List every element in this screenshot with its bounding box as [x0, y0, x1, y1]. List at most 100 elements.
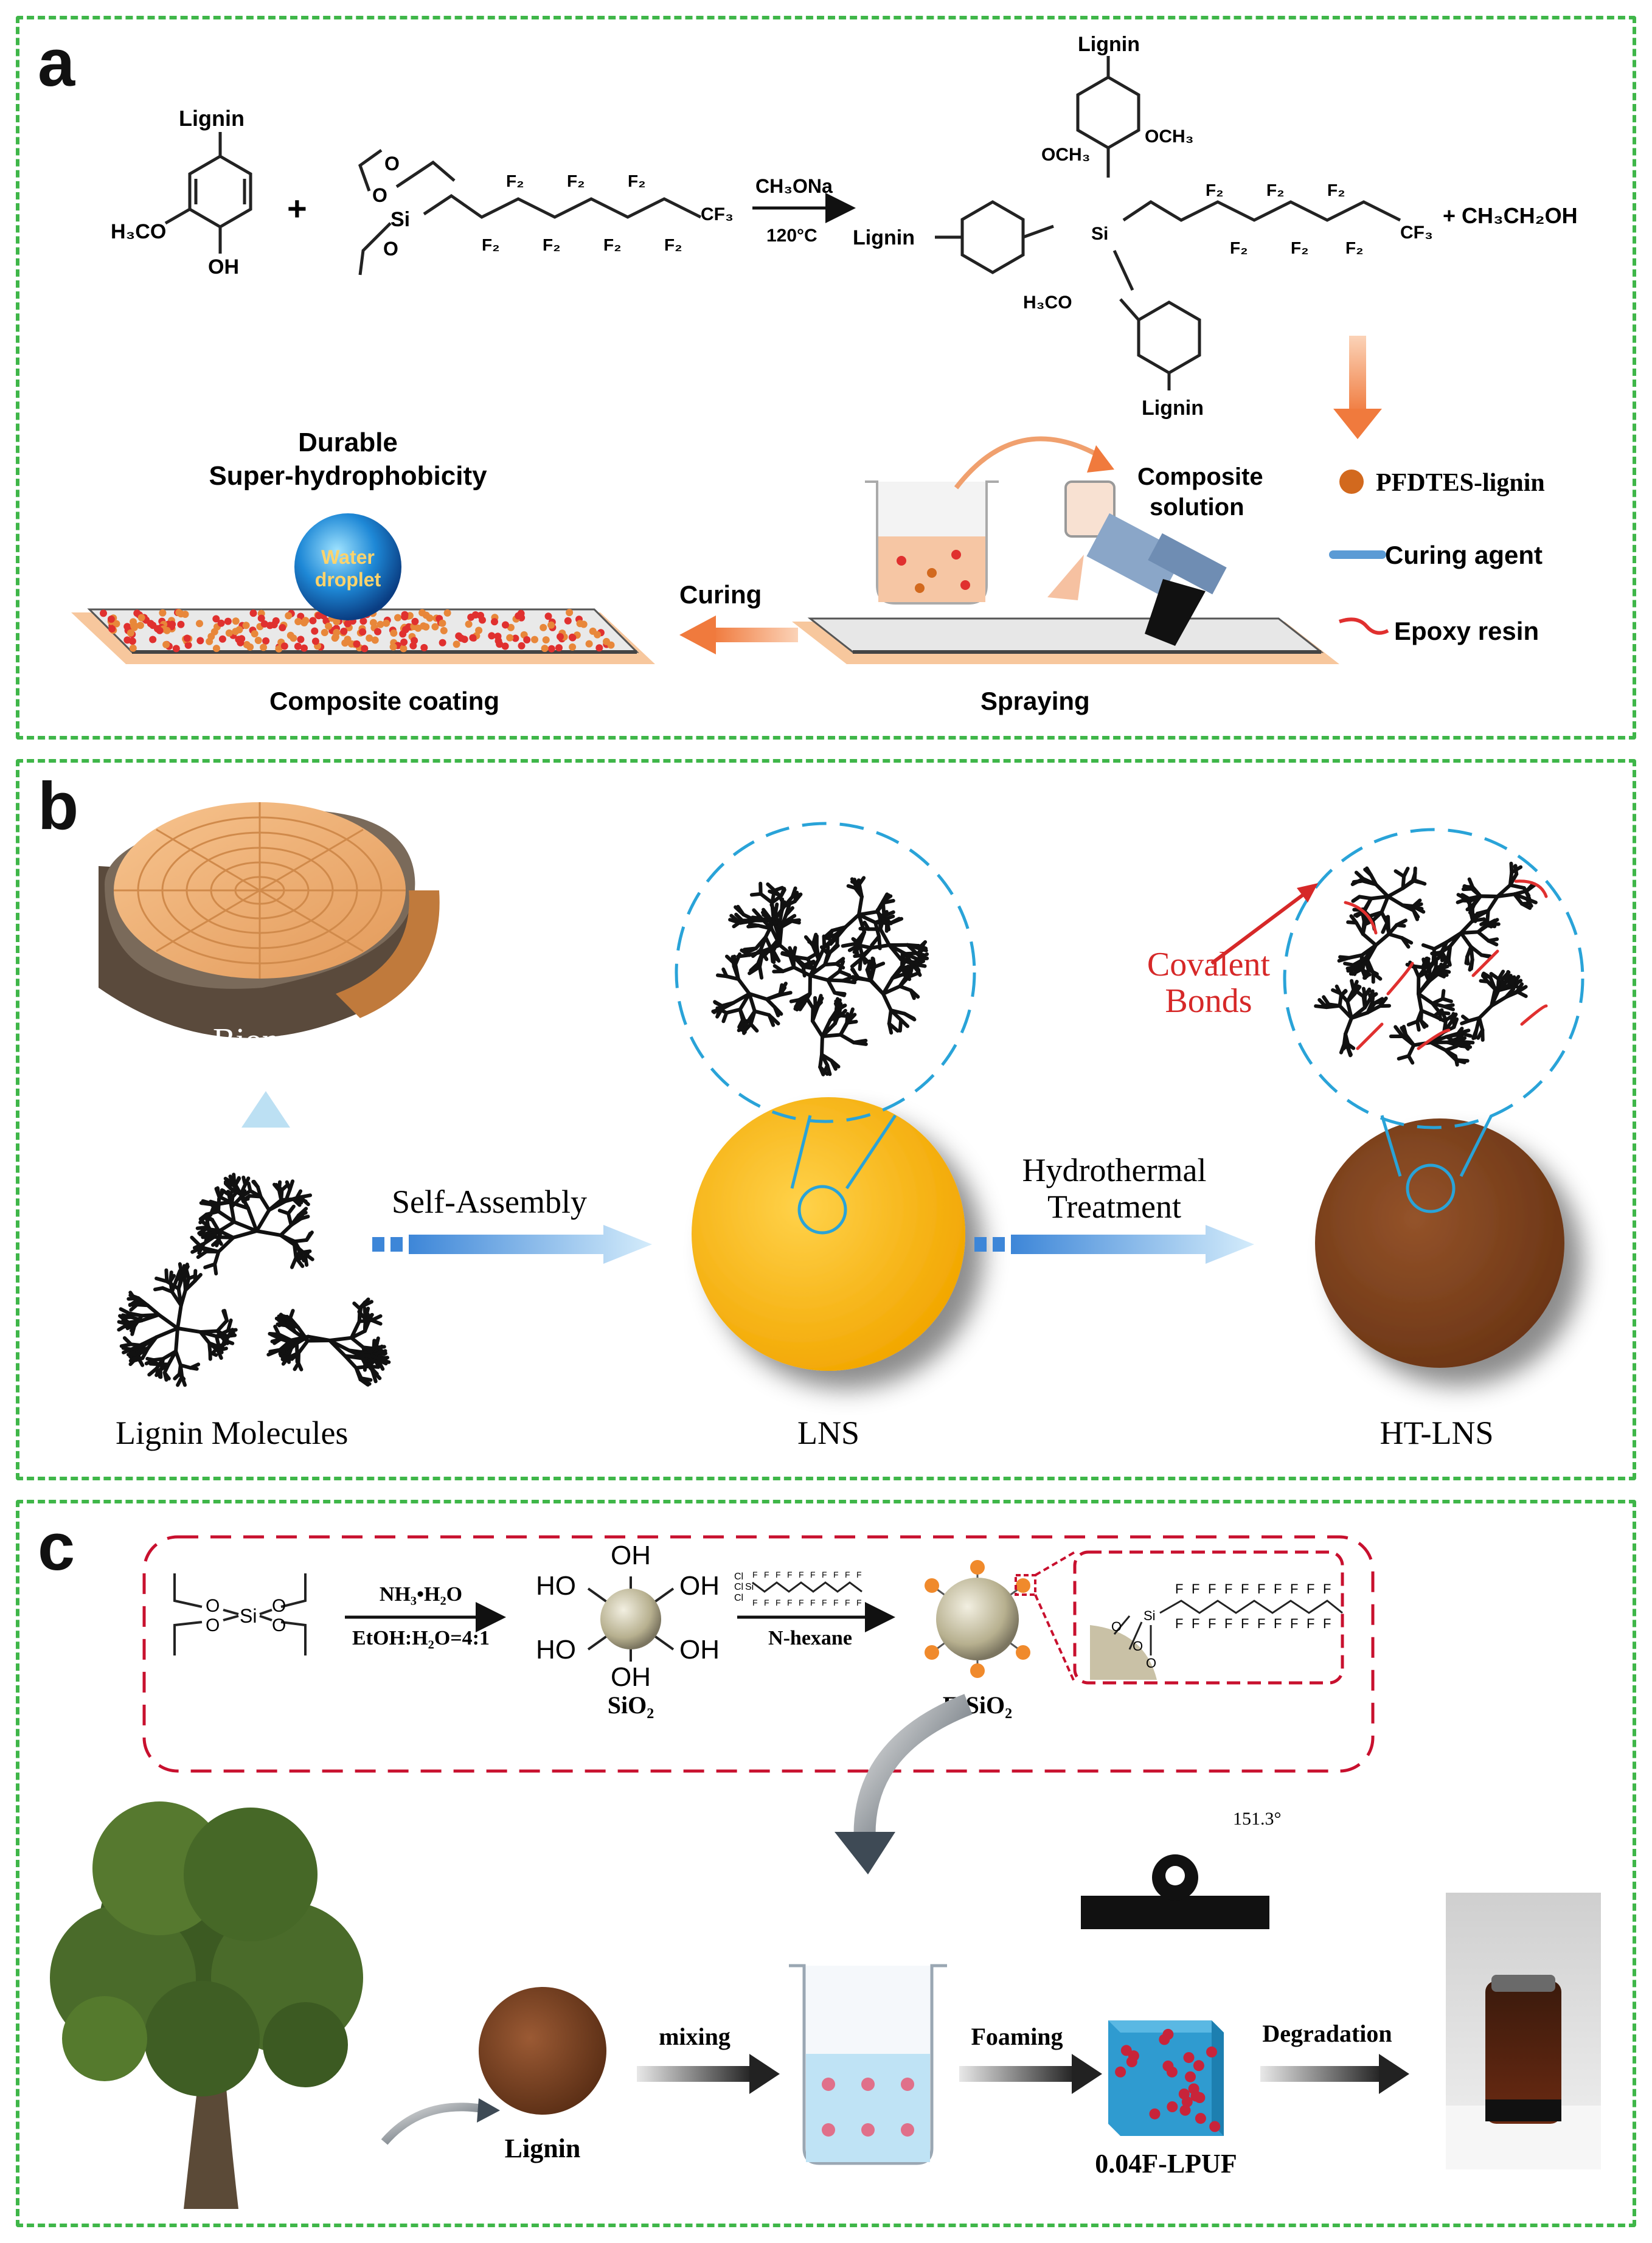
lignin-branch — [213, 1250, 221, 1266]
lignin-branch — [173, 1372, 181, 1381]
spraying-plate — [792, 617, 1339, 664]
coating-particle — [547, 621, 555, 629]
lns-branch — [741, 912, 757, 923]
silane-f: F — [764, 1598, 769, 1607]
lns-branch — [882, 910, 895, 918]
coating-particle — [130, 618, 137, 626]
foam-particle — [1115, 2066, 1126, 2078]
lns-branch — [835, 935, 839, 947]
lignin-branch — [290, 1256, 298, 1269]
ht-branch — [1358, 895, 1373, 901]
lignin-branch — [215, 1342, 227, 1348]
coating-particle — [242, 622, 250, 629]
lns-branch — [803, 935, 815, 948]
lns-branch — [908, 963, 915, 976]
coating-particle — [225, 629, 233, 637]
silane-f: F — [776, 1570, 781, 1579]
coating-particle — [374, 628, 381, 636]
lns-branch — [737, 977, 751, 996]
lns-branch — [762, 907, 771, 919]
mixing-arrow — [637, 2066, 752, 2082]
product-structure — [935, 56, 1401, 390]
ht-branch — [1402, 867, 1410, 878]
durable-title-line1: Durable — [298, 428, 398, 457]
foam-particle — [1206, 2046, 1217, 2058]
pfdtes-o1: O — [384, 153, 400, 175]
lns-branch — [887, 1022, 900, 1033]
coating-particle — [594, 631, 602, 639]
foam-particle — [1195, 2113, 1206, 2124]
lns-branch — [748, 922, 761, 927]
lignin-branch — [276, 1322, 288, 1328]
ht-branch — [1374, 932, 1391, 947]
lignin-branch — [215, 1238, 221, 1247]
lns-branch — [845, 1019, 858, 1025]
silane-f: F — [845, 1598, 850, 1607]
ht-branch — [1461, 1014, 1471, 1023]
lignin-branch — [370, 1368, 382, 1381]
lignin-branch — [297, 1339, 310, 1355]
lns-branch — [821, 1033, 842, 1038]
lignin-branch — [217, 1209, 236, 1224]
reagent-label: CH₃ONa — [755, 175, 833, 197]
coating-particle — [251, 630, 259, 638]
curved-down-arrowhead — [835, 1832, 895, 1874]
sio2-particle — [587, 1576, 675, 1662]
ht-branch — [1510, 979, 1516, 991]
zoom-f: F — [1241, 1581, 1249, 1596]
coating-particle — [400, 638, 408, 646]
coating-particle — [422, 623, 430, 631]
pfdtes-f2-3: F₂ — [567, 172, 585, 190]
mixing-beaker — [789, 1964, 947, 2165]
lignin-branch — [204, 1227, 221, 1233]
lns-branch — [888, 917, 904, 926]
lns-branch — [847, 976, 860, 980]
lignin-branch — [282, 1341, 295, 1353]
product-lignin-left: Lignin — [853, 226, 915, 249]
lns-branch — [850, 879, 861, 887]
lignin-branch — [130, 1322, 137, 1333]
product-si: Si — [1091, 224, 1108, 244]
coating-particle — [275, 645, 283, 653]
lns-branch — [838, 1021, 849, 1037]
ht-lns-zoom-line-left — [1380, 1115, 1402, 1177]
lns-branch — [818, 1065, 825, 1076]
reactant-lignin-structure — [164, 132, 252, 254]
tree-illustration — [50, 1801, 363, 2209]
foaming-arrowhead — [1072, 2054, 1102, 2094]
lns-magnifier-ring — [797, 1185, 847, 1235]
lignin-branch — [221, 1309, 229, 1323]
lignin-branch — [151, 1359, 161, 1367]
ht-branch — [1477, 1004, 1493, 1020]
lns-branch — [887, 1008, 893, 1025]
lns-branch — [784, 906, 794, 917]
coating-particle — [457, 634, 465, 642]
coating-particle — [518, 642, 526, 650]
ht-branch — [1479, 979, 1490, 983]
byproduct-label: + CH₃CH₂OH — [1443, 203, 1578, 228]
coating-particle — [297, 636, 305, 643]
zoom-f: F — [1323, 1581, 1331, 1596]
ht-branch — [1324, 1004, 1342, 1010]
zoom-f: F — [1323, 1616, 1331, 1631]
coating-particle — [300, 644, 308, 652]
ht-branch — [1350, 876, 1366, 886]
lignin-branch — [204, 1209, 220, 1216]
lns-branch — [770, 886, 781, 897]
lns-branch — [801, 965, 817, 971]
lns-branch — [828, 943, 840, 955]
lignin-branch — [370, 1354, 381, 1361]
ht-branch — [1350, 967, 1364, 976]
lns-branch — [869, 943, 891, 950]
biomass-beam — [241, 1091, 290, 1128]
lns-branch — [756, 949, 765, 966]
lpuf-label: 0.04F-LPUF — [1095, 2149, 1237, 2179]
lns-branch — [767, 1013, 780, 1025]
lns-branch — [822, 934, 827, 949]
lns-branch — [779, 887, 786, 898]
zoom-line-top — [1034, 1551, 1076, 1576]
lignin-branch — [162, 1371, 171, 1381]
lns-branch — [777, 910, 784, 929]
coating-particle — [531, 636, 538, 643]
lns-branch — [838, 960, 845, 974]
